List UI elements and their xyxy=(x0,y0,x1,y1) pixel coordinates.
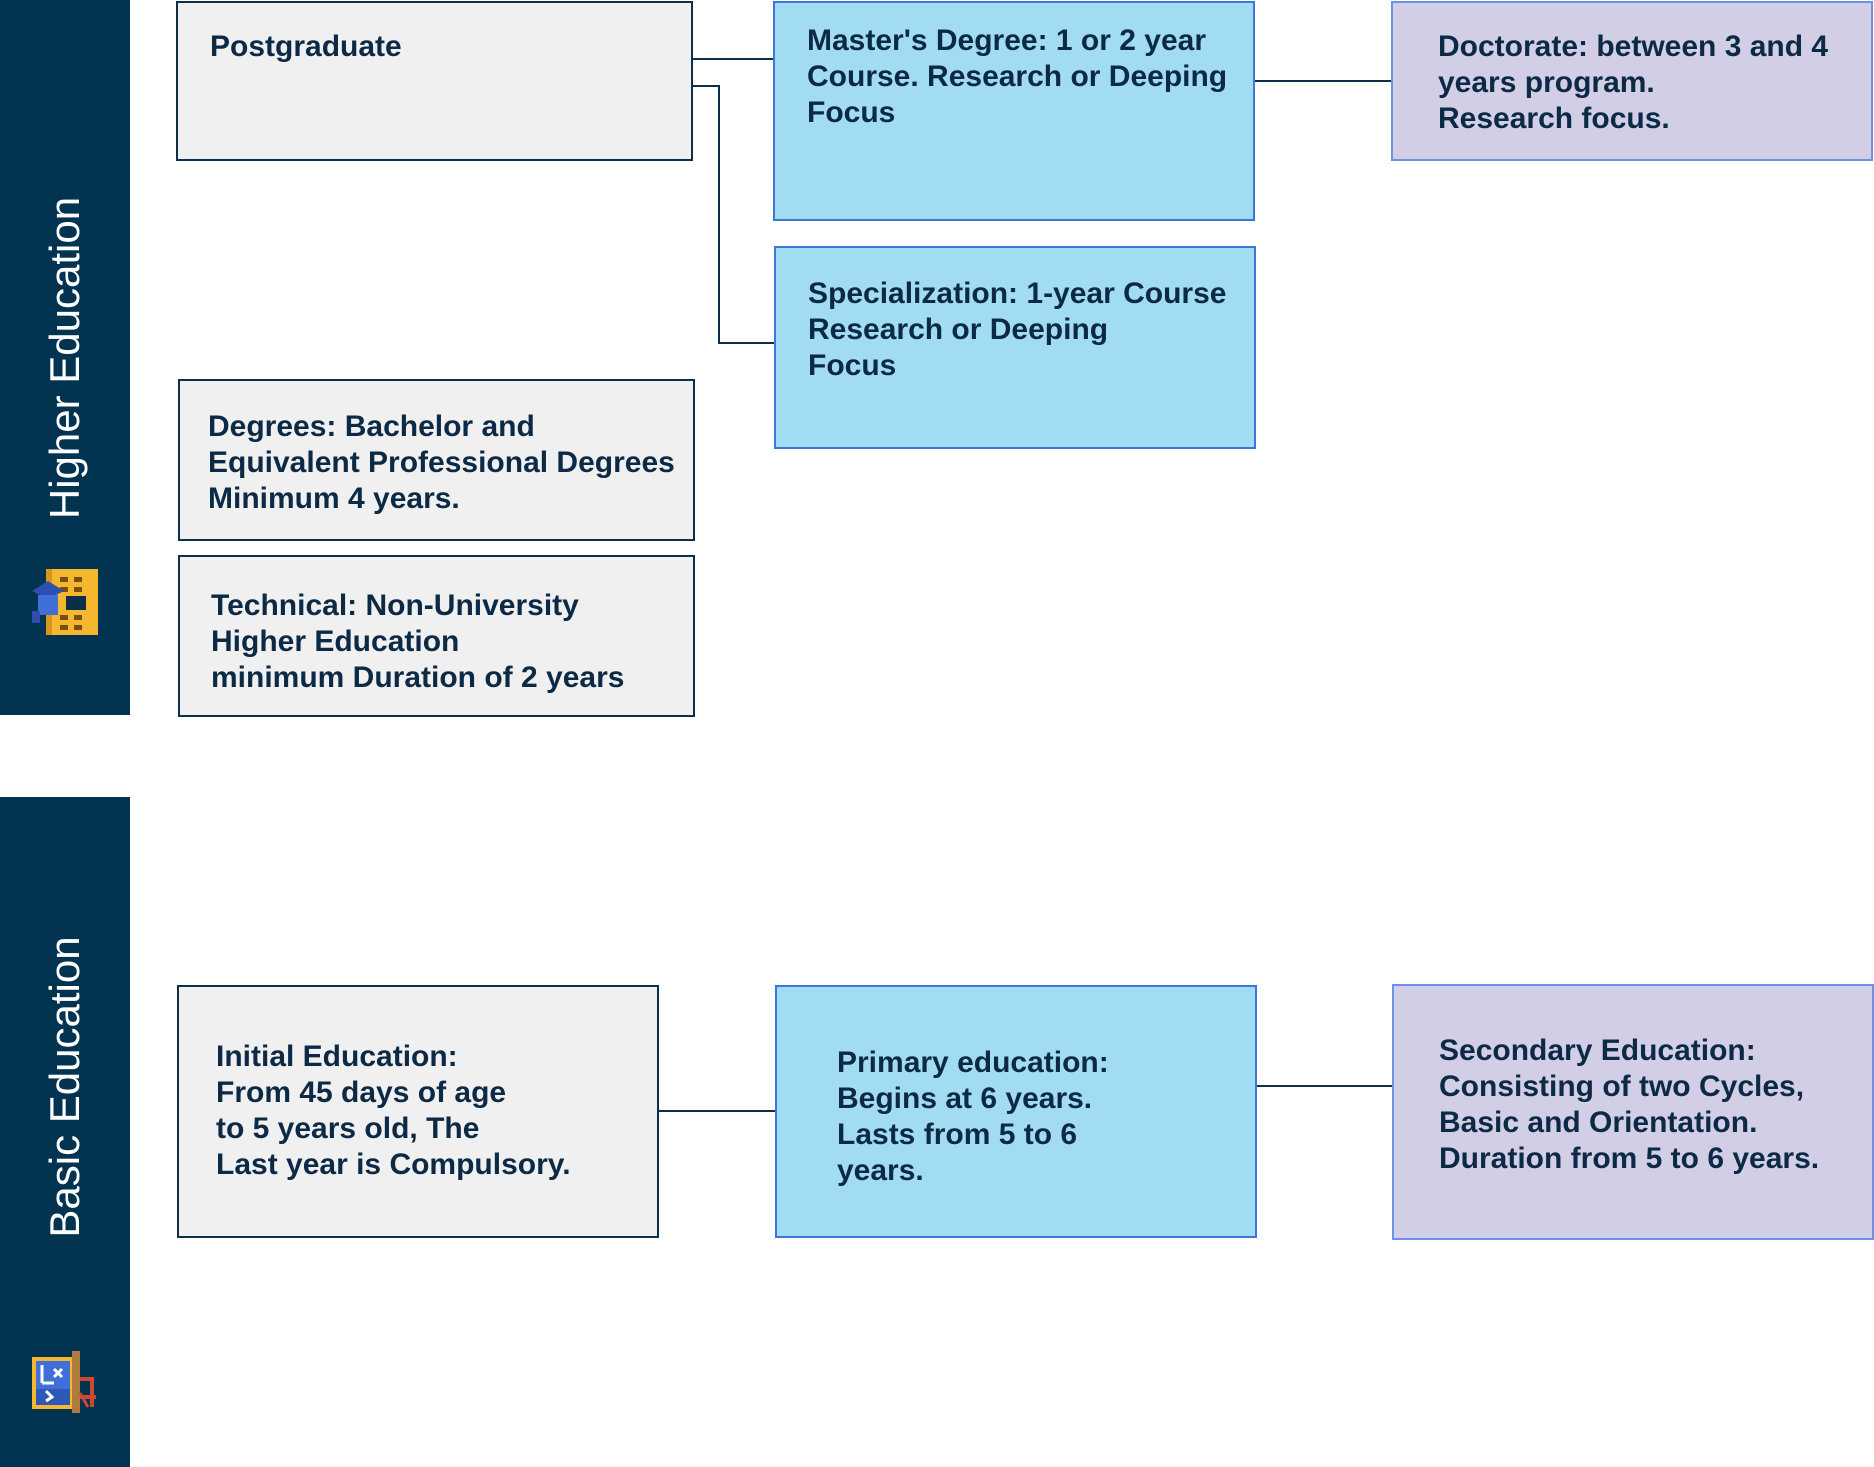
doctorate-line-2: years program. xyxy=(1438,66,1655,99)
postgraduate-text: Postgraduate xyxy=(210,30,402,63)
masters-line-2: Course. Research or Deeping xyxy=(807,60,1228,93)
technical-line-1: Technical: Non-University xyxy=(211,589,579,622)
primary-line-2: Begins at 6 years. xyxy=(837,1082,1093,1115)
initial-education-box: Initial Education: From 45 days of age t… xyxy=(177,985,659,1238)
degrees-line-1: Degrees: Bachelor and xyxy=(208,410,535,443)
doctorate-line-1: Doctorate: between 3 and 4 xyxy=(1438,30,1829,63)
masters-degree-box: Master's Degree: 1 or 2 year Course. Res… xyxy=(773,1,1255,221)
degrees-box: Degrees: Bachelor and Equivalent Profess… xyxy=(178,379,695,541)
technical-line-3: minimum Duration of 2 years xyxy=(211,661,625,694)
masters-line-1: Master's Degree: 1 or 2 year xyxy=(807,24,1207,57)
masters-line-3: Focus xyxy=(807,96,896,129)
secondary-line-2: Consisting of two Cycles, xyxy=(1439,1070,1805,1103)
initial-line-1: Initial Education: xyxy=(216,1040,458,1073)
initial-line-3: to 5 years old, The xyxy=(216,1112,480,1145)
higher-education-band: Higher Education xyxy=(0,0,130,715)
technical-line-2: Higher Education xyxy=(211,625,460,658)
degrees-line-3: Minimum 4 years. xyxy=(208,482,460,515)
specialization-box: Specialization: 1-year Course Research o… xyxy=(774,246,1256,449)
specialization-line-3: Focus xyxy=(808,349,897,382)
degrees-line-2: Equivalent Professional Degrees xyxy=(208,446,675,479)
school-chalkboard-icon xyxy=(30,1349,100,1421)
initial-line-4: Last year is Compulsory. xyxy=(216,1148,571,1181)
primary-line-3: Lasts from 5 to 6 xyxy=(837,1118,1078,1151)
doctorate-box: Doctorate: between 3 and 4 years program… xyxy=(1391,1,1873,161)
university-building-icon xyxy=(30,565,100,637)
secondary-line-1: Secondary Education: xyxy=(1439,1034,1756,1067)
connector-postgraduate-specialization xyxy=(692,85,774,344)
technical-box: Technical: Non-University Higher Educati… xyxy=(178,555,695,717)
primary-line-1: Primary education: xyxy=(837,1046,1109,1079)
specialization-line-2: Research or Deeping xyxy=(808,313,1109,346)
doctorate-line-3: Research focus. xyxy=(1438,102,1670,135)
primary-education-box: Primary education: Begins at 6 years. La… xyxy=(775,985,1257,1238)
postgraduate-box: Postgraduate xyxy=(176,1,693,161)
primary-line-4: years. xyxy=(837,1154,924,1187)
initial-line-2: From 45 days of age xyxy=(216,1076,507,1109)
basic-education-band: Basic Education xyxy=(0,797,130,1467)
secondary-line-4: Duration from 5 to 6 years. xyxy=(1439,1142,1820,1175)
secondary-education-box: Secondary Education: Consisting of two C… xyxy=(1392,984,1874,1240)
specialization-line-1: Specialization: 1-year Course xyxy=(808,277,1227,310)
secondary-line-3: Basic and Orientation. xyxy=(1439,1106,1758,1139)
